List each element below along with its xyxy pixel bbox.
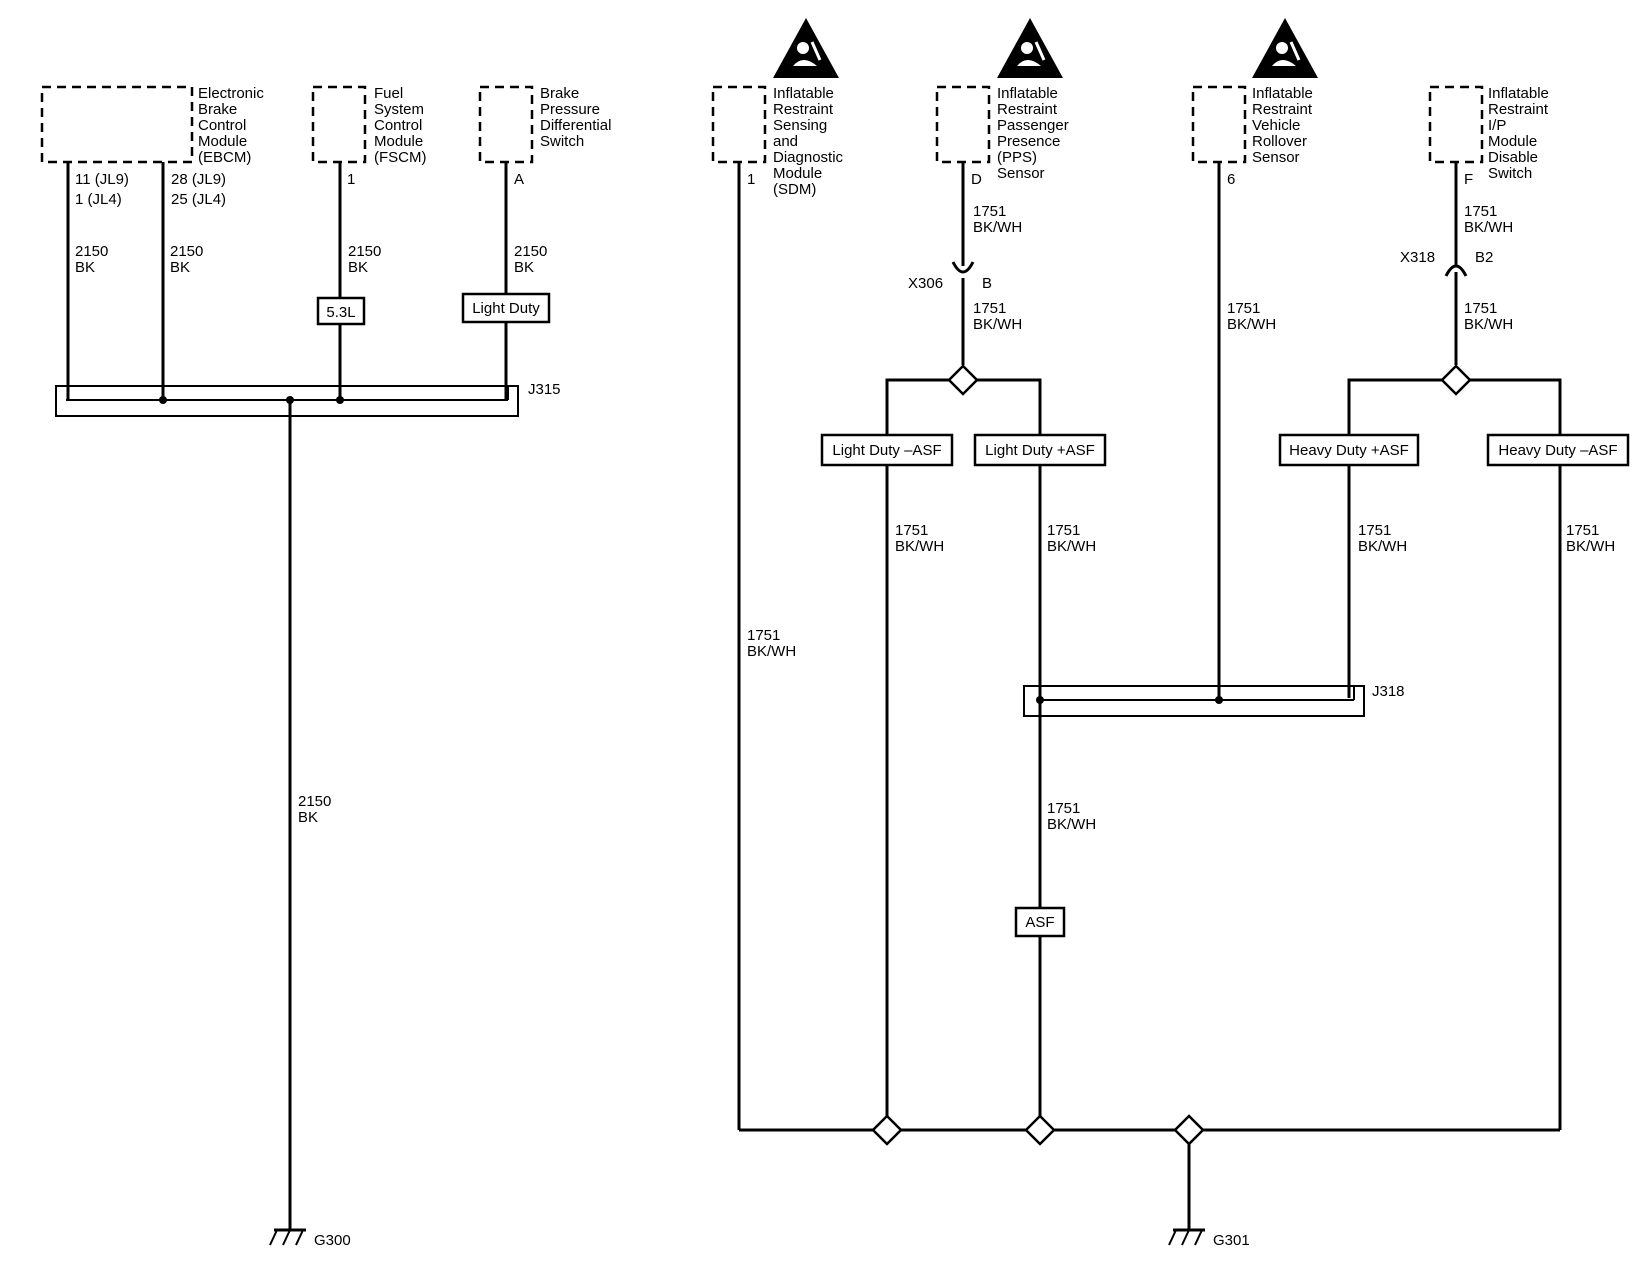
connector-x306-label: X306 (908, 275, 943, 292)
airbag-warning-icon (1252, 18, 1318, 78)
connector-x306-pin: B (982, 275, 992, 292)
option-box-asf (1014, 906, 1066, 938)
ground-icon (269, 1228, 306, 1246)
option-box-hd-minus (1486, 433, 1630, 467)
connector-x318-pin: B2 (1475, 249, 1493, 266)
option-label-ld-plus: Light Duty +ASF (985, 442, 1095, 459)
bpds-box (478, 85, 534, 164)
connector-x318-label: X318 (1400, 249, 1435, 266)
airbag-warning-icon (997, 18, 1063, 78)
pps-label: Inflatable Restraint Passenger Presence … (997, 85, 1073, 182)
option-label-asf: ASF (1025, 914, 1054, 931)
bus-diamond (871, 1114, 903, 1146)
option-label-engine: 5.3L (326, 304, 355, 321)
fscm-pin: 1 (347, 171, 355, 188)
pps-pin: D (971, 171, 982, 188)
splice-j318-label: J318 (1372, 683, 1405, 700)
branch-diamond (947, 364, 979, 396)
sdm-pin: 1 (747, 171, 755, 188)
branch-diamond (1440, 364, 1472, 396)
ebcm-pin-b2: 25 (JL4) (171, 191, 226, 208)
splice-dot (336, 396, 344, 404)
ground-label-g300: G300 (314, 1232, 351, 1249)
option-box-ld-minus (820, 433, 954, 467)
pps-box (935, 85, 991, 164)
fscm-label: Fuel System Control Module (FSCM) (374, 85, 428, 166)
connector-x306-icon (951, 261, 975, 274)
ebcm-pin-a1: 11 (JL9) (75, 171, 129, 188)
disable-box (1428, 85, 1484, 164)
option-box-ld-plus (973, 433, 1107, 467)
fscm-box (311, 85, 367, 164)
splice-dot (159, 396, 167, 404)
ground-icon (1168, 1228, 1205, 1246)
rollover-pin: 6 (1227, 171, 1235, 188)
rollover-label: Inflatable Restraint Vehicle Rollover Se… (1252, 85, 1317, 166)
sdm-label: Inflatable Restraint Sensing and Diagnos… (773, 85, 847, 198)
option-label-ld-minus: Light Duty –ASF (832, 442, 941, 459)
ebcm-box (40, 85, 194, 164)
splice-j315-outer (55, 385, 519, 417)
option-label-hd-minus: Heavy Duty –ASF (1498, 442, 1617, 459)
bus-diamond (1024, 1114, 1056, 1146)
airbag-warning-icon (773, 18, 839, 78)
splice-j318-outer (1023, 685, 1365, 717)
option-box-hd-plus (1278, 433, 1420, 467)
splice-dot (1215, 696, 1223, 704)
bpds-label: Brake Pressure Differential Switch (540, 85, 616, 150)
option-box-engine (316, 296, 366, 326)
splice-j315-label: J315 (528, 381, 561, 398)
connector-x318-icon (1444, 264, 1468, 277)
bpds-pin: A (514, 171, 524, 188)
disable-label: Inflatable Restraint I/P Module Disable … (1488, 85, 1553, 182)
option-label-hd-plus: Heavy Duty +ASF (1289, 442, 1409, 459)
ground-label-g301: G301 (1213, 1232, 1250, 1249)
bus-diamond (1173, 1114, 1205, 1146)
rollover-box (1191, 85, 1247, 164)
ebcm-pin-a2: 1 (JL4) (75, 191, 122, 208)
ebcm-pin-b1: 28 (JL9) (171, 171, 226, 188)
ebcm-label: Electronic Brake Control Module (EBCM) (198, 85, 268, 166)
option-box-light-duty (461, 292, 551, 324)
sdm-box (711, 85, 767, 164)
option-label-light-duty: Light Duty (472, 300, 540, 317)
disable-pin: F (1464, 171, 1473, 188)
